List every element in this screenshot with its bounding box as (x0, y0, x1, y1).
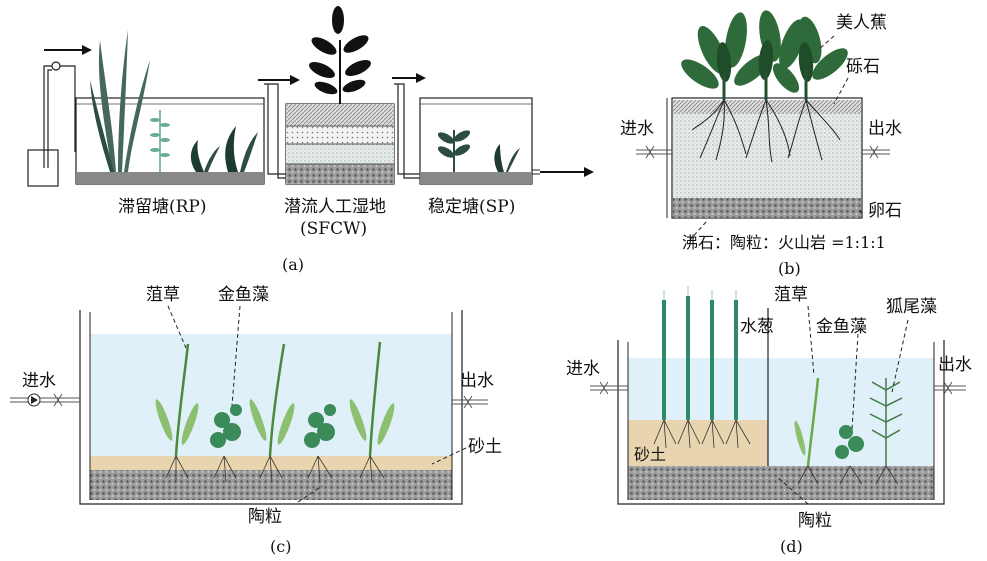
potamogeton-label-c: 菹草 (146, 285, 180, 305)
bulrush-plants (662, 286, 738, 420)
source-tank (27, 149, 59, 187)
inlet-valve (636, 145, 672, 159)
inlet-label-c: 进水 (22, 371, 56, 391)
caption-a: (a) (282, 255, 304, 274)
roots-d-left (653, 419, 751, 449)
caption-c: (c) (270, 537, 291, 556)
pump-icon (51, 61, 61, 71)
potamogeton-plants-c (155, 341, 395, 457)
hornwort-label-c: 金鱼藻 (218, 285, 269, 305)
sfcw-plant (309, 6, 371, 104)
caption-b: (b) (778, 259, 801, 278)
sand-d (628, 420, 768, 466)
outlet-valve-c (452, 395, 488, 409)
foxtail-label-d: 狐尾藻 (886, 297, 937, 317)
inlet-label-b: 进水 (620, 119, 654, 139)
inlet-pipe (43, 65, 76, 168)
bulrush-label: 水葱 (740, 317, 774, 337)
outlet-valve (862, 145, 890, 159)
media-layer (673, 114, 861, 198)
ceramsite-label-d: 陶粒 (798, 511, 832, 531)
outlet-label-c: 出水 (460, 371, 494, 391)
inlet-pump-c (10, 393, 80, 407)
outlet-label-b: 出水 (868, 119, 902, 139)
canna-roots (691, 99, 841, 163)
sand-label-c: 砂土 (468, 437, 502, 457)
sp-basin (419, 97, 533, 185)
outlet-valve-d (934, 381, 966, 395)
potamogeton-label-d: 菹草 (774, 285, 808, 305)
sfcw-abbr: (SFCW) (300, 219, 367, 239)
pebble-label: 卵石 (868, 201, 902, 221)
right-plants-d (794, 377, 903, 485)
hornwort-label-d: 金鱼藻 (816, 317, 867, 337)
roots-c (165, 455, 385, 483)
inlet-valve-d (590, 381, 628, 395)
ceramsite-c (90, 470, 452, 500)
sand-c (90, 456, 452, 470)
rp-label: 滞留塘(RP) (118, 197, 207, 217)
pebble-layer (673, 198, 861, 218)
inlet-label-d: 进水 (566, 359, 600, 379)
sp-label: 稳定塘(SP) (428, 197, 515, 217)
sand-label-d: 砂土 (634, 445, 666, 464)
sfcw-label: 潜流人工湿地 (284, 197, 386, 217)
ceramsite-d (628, 466, 934, 500)
caption-d: (d) (780, 537, 803, 556)
rp-bottom (76, 172, 264, 184)
canna-plants (681, 10, 848, 100)
gravel-label: 砾石 (846, 57, 880, 77)
media-ratio-label: 沸石：陶粒：火山岩 =1:1:1 (682, 233, 886, 252)
sp-plants (437, 130, 520, 172)
rp-plants (90, 30, 258, 172)
panel-d: 水葱 菹草 金鱼藻 狐尾藻 进水 出水 砂土 陶粒 (d) (566, 285, 972, 556)
panel-c: 菹草 金鱼藻 进水 出水 砂土 陶粒 (c) (10, 285, 502, 556)
ceramsite-label-c: 陶粒 (248, 507, 282, 527)
panel-a: 滞留塘(RP) 潜流人工湿地 (SFCW) 稳定塘(SP) (a) (27, 6, 594, 274)
outlet-label-d: 出水 (938, 355, 972, 375)
canna-label: 美人蕉 (836, 13, 887, 33)
panel-b: 美人蕉 砾石 进水 出水 卵石 沸石：陶粒：火山岩 =1:1:1 (b) (620, 10, 902, 278)
hornwort-plants-c (210, 404, 336, 448)
